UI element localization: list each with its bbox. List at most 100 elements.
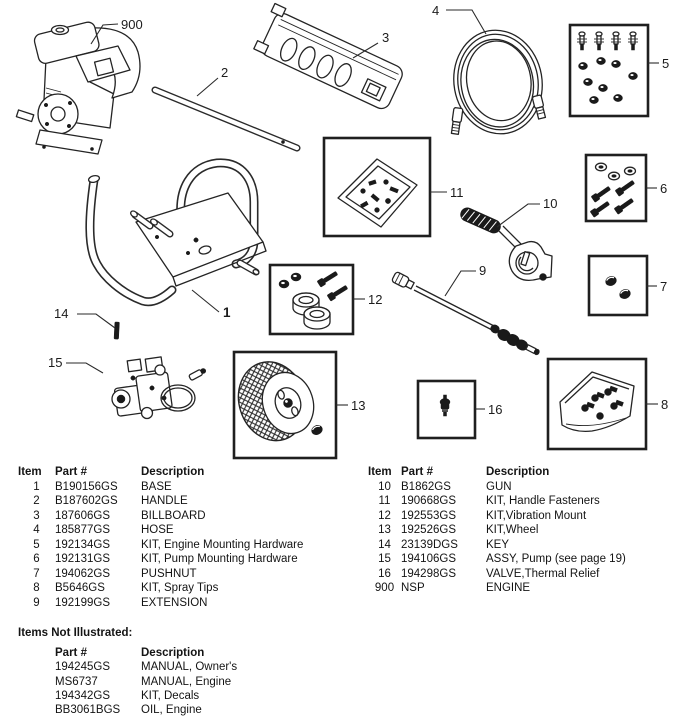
- part-cell: MS6737: [55, 675, 98, 688]
- callout-7: 7: [660, 279, 667, 294]
- item-cell: 15: [378, 553, 391, 566]
- callout-6: 6: [660, 181, 667, 196]
- item-cell: 12: [378, 509, 391, 522]
- part-cell: 192131GS: [55, 553, 110, 566]
- part-cell: 194342GS: [55, 689, 110, 702]
- kit-box-vibration-mount: [268, 263, 355, 336]
- desc-cell: MANUAL, Engine: [141, 675, 232, 688]
- exploded-parts-diagram: 900 2 3: [15, 2, 669, 460]
- table-row: 11 190668GS KIT, Handle Fasteners: [368, 494, 683, 509]
- item-cell: 3: [33, 509, 40, 522]
- gun-illustration: [460, 207, 553, 282]
- desc-cell: GUN: [486, 480, 512, 493]
- col-description: Description: [141, 647, 205, 659]
- item-cell: 5: [33, 538, 40, 551]
- desc-cell: KIT,Wheel: [486, 524, 539, 537]
- desc-cell: HOSE: [141, 524, 174, 537]
- pushnut-box: [587, 254, 649, 317]
- item-cell: 14: [378, 538, 391, 551]
- item-cell: 900: [374, 582, 395, 595]
- part-cell: 190668GS: [401, 495, 456, 508]
- callout-3: 3: [382, 30, 389, 45]
- base-frame-illustration: [85, 158, 267, 307]
- part-cell: B190156GS: [55, 480, 118, 493]
- item-cell: 4: [33, 524, 40, 537]
- part-cell: 192553GS: [401, 509, 456, 522]
- callout-10: 10: [543, 196, 557, 211]
- item-cell: 1: [33, 480, 40, 493]
- not-illustrated-table: Part # Description 194245GS MANUAL, Owner…: [55, 646, 237, 717]
- key-illustration: [113, 321, 120, 340]
- table-header: Part # Description: [55, 646, 237, 660]
- desc-cell: VALVE,Thermal Relief: [486, 567, 600, 580]
- item-cell: 16: [378, 567, 391, 580]
- not-illustrated-title: Items Not Illustrated:: [18, 627, 133, 639]
- extension-illustration: [391, 271, 540, 356]
- item-cell: 7: [33, 567, 40, 580]
- item-cell: 8: [33, 582, 40, 595]
- callout-1: 1: [223, 305, 231, 320]
- spray-tip-icons: [581, 385, 624, 420]
- col-item: Item: [368, 466, 392, 478]
- col-part: Part #: [55, 466, 87, 478]
- rubber-mount-icons: [292, 292, 331, 330]
- desc-cell: KIT, Engine Mounting Hardware: [141, 538, 304, 551]
- part-cell: 23139DGS: [401, 538, 458, 551]
- table-row: 194342GS KIT, Decals: [55, 689, 237, 703]
- part-cell: 187606GS: [55, 509, 110, 522]
- desc-cell: ASSY, Pump (see page 19): [486, 553, 626, 566]
- pump-illustration: [111, 356, 206, 420]
- callout-900: 900: [121, 17, 143, 32]
- callout-14: 14: [54, 306, 68, 321]
- col-part: Part #: [401, 466, 433, 478]
- table-row: 14 23139DGS KEY: [368, 538, 683, 553]
- callout-16: 16: [488, 402, 502, 417]
- table-header: Item Part # Description: [18, 465, 358, 480]
- desc-cell: MANUAL, Owner's: [141, 661, 238, 674]
- item-cell: 9: [33, 596, 40, 609]
- desc-cell: PUSHNUT: [141, 567, 197, 580]
- thermal-relief-valve-icon: [439, 394, 451, 417]
- item-cell: 13: [378, 524, 391, 537]
- callout-8: 8: [661, 397, 668, 412]
- item-cell: 11: [378, 495, 391, 508]
- kit-box-wheel: [232, 350, 338, 460]
- callout-15: 15: [48, 355, 62, 370]
- desc-cell: HANDLE: [141, 495, 188, 508]
- billboard-illustration: [253, 2, 403, 110]
- hose-illustration: [450, 29, 547, 135]
- col-item: Item: [18, 466, 42, 478]
- item-cell: 10: [378, 480, 391, 493]
- callout-9: 9: [479, 263, 486, 278]
- desc-cell: KEY: [486, 538, 510, 551]
- col-part: Part #: [55, 647, 87, 659]
- callout-12: 12: [368, 292, 382, 307]
- desc-cell: KIT, Handle Fasteners: [486, 495, 600, 508]
- valve-box: [416, 379, 477, 440]
- table-row: 194245GS MANUAL, Owner's: [55, 660, 237, 674]
- item-cell: 2: [33, 495, 40, 508]
- desc-cell: KIT, Decals: [141, 689, 200, 702]
- table-row: MS6737 MANUAL, Engine: [55, 675, 237, 689]
- callout-13: 13: [351, 398, 365, 413]
- stud-icons: [577, 31, 638, 51]
- table-header: Item Part # Description: [368, 465, 683, 480]
- handle-illustration: [151, 86, 301, 152]
- part-cell: NSP: [401, 582, 425, 595]
- part-cell: 194245GS: [55, 661, 110, 674]
- kit-box-handle-fasteners: [322, 136, 432, 238]
- callout-4: 4: [432, 3, 439, 18]
